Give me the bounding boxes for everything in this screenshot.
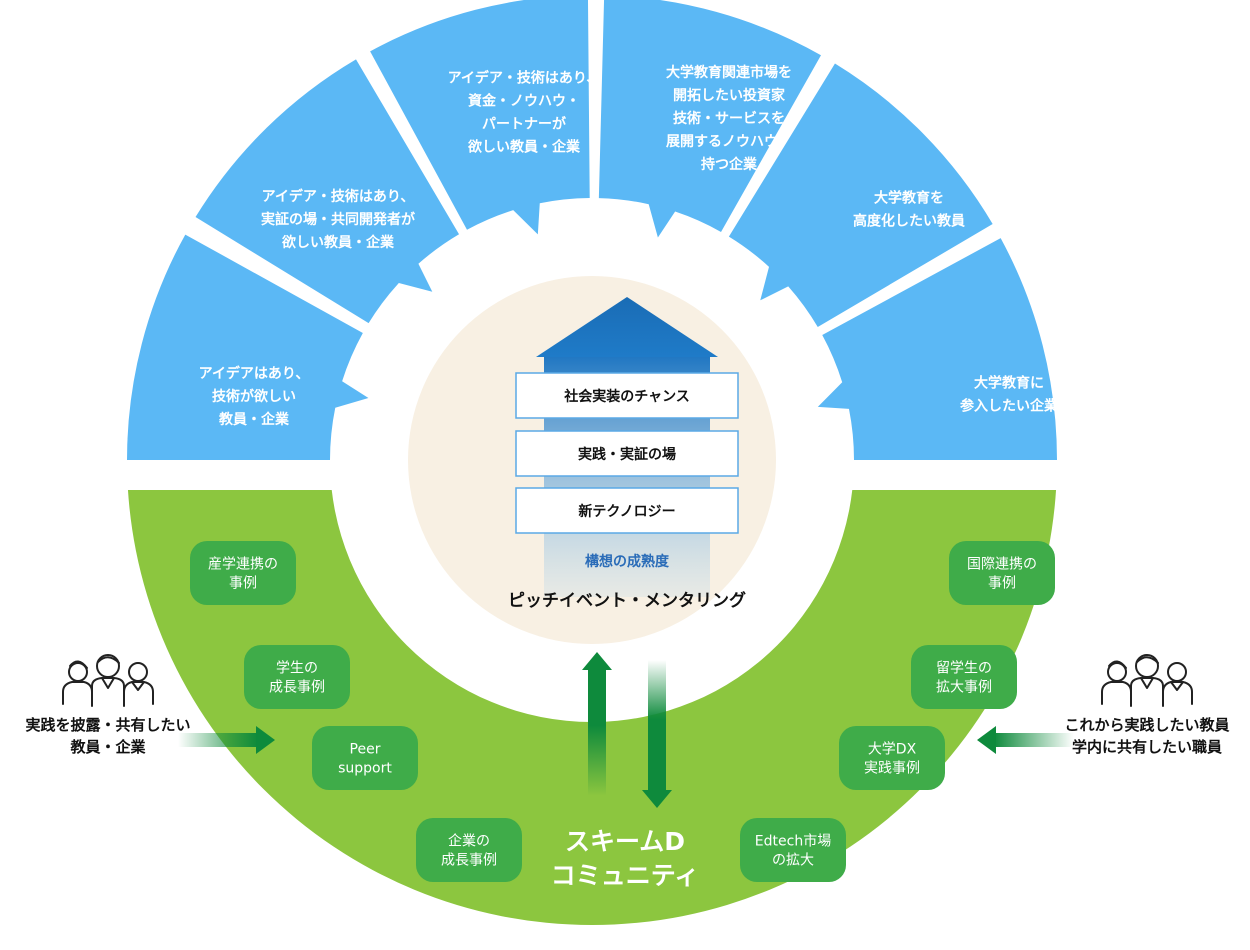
case-pill-line: 国際連携の <box>967 557 1037 573</box>
community-title-line: コミュニティ <box>551 861 700 890</box>
maturity-label: 構想の成熟度 <box>585 553 670 570</box>
case-pill: 大学DX 実践事例 <box>839 726 945 790</box>
stakeholder-line: 技術・サービスを <box>673 110 785 127</box>
stakeholder-line: 高度化したい教員 <box>853 213 965 230</box>
people-group-icon <box>1101 654 1193 707</box>
stakeholder-line: アイデア・技術はあり、 <box>262 188 415 205</box>
case-pill-line: 事例 <box>988 576 1016 592</box>
maturity-step: 実践・実証の場 <box>515 430 739 477</box>
down-arrow <box>642 660 672 808</box>
case-pill-line: 大学DX <box>868 742 917 758</box>
case-pill-line: 事例 <box>229 576 257 592</box>
case-pill-line: 産学連携の <box>208 557 278 573</box>
stakeholder-line: パートナーが <box>482 116 567 133</box>
stakeholder-line: 実証の場・共同開発者が <box>261 211 416 228</box>
case-pill-line: 拡大事例 <box>936 680 992 696</box>
left-people-line: 実践を披露・共有したい <box>25 716 190 734</box>
stakeholder-line: 欲しい教員・企業 <box>467 139 581 156</box>
stakeholder-line: 展開するノウハウを <box>666 134 792 150</box>
pitch-event-label: ピッチイベント・メンタリング <box>508 590 746 611</box>
case-pill-line: の拡大 <box>772 853 814 869</box>
case-pill-line: 学生の <box>276 661 318 677</box>
stakeholder-line: 参入したい企業 <box>960 398 1059 415</box>
left-people-line: 教員・企業 <box>69 738 146 756</box>
case-pill-line: support <box>338 761 392 777</box>
stakeholder-line: 持つ企業 <box>701 156 758 173</box>
right-people-line: これから実践したい教員 <box>1064 716 1229 734</box>
stakeholder-line: アイデア・技術はあり、 <box>448 70 601 87</box>
case-pill-line: 留学生の <box>936 661 992 677</box>
case-pill: Peer support <box>312 726 418 790</box>
case-pill-line: 企業の <box>448 833 490 850</box>
stakeholder-line: 大学教育を <box>874 190 944 207</box>
community-ring <box>128 490 1056 925</box>
community-title: スキームD コミュニティ <box>551 827 700 890</box>
stakeholder-line: 大学教育に <box>974 375 1044 392</box>
up-arrow <box>582 652 612 796</box>
right-input-arrow <box>977 726 1074 754</box>
stakeholder-line: 大学教育関連市場を <box>666 64 792 81</box>
case-pill-line: Peer <box>350 742 381 758</box>
people-group-icon <box>62 654 154 707</box>
case-pill-line: Edtech市場 <box>755 833 831 850</box>
stakeholder-line: 開拓したい投資家 <box>673 87 786 104</box>
stakeholder-line: 資金・ノウハウ・ <box>468 93 580 110</box>
stakeholder-line: アイデアはあり、 <box>199 365 310 382</box>
stakeholder-line: 技術が欲しい <box>212 388 296 405</box>
maturity-step-label: 新テクノロジー <box>578 503 675 520</box>
right-people-line: 学内に共有したい職員 <box>1072 738 1222 756</box>
case-pill-line: 成長事例 <box>269 680 325 696</box>
stakeholder-segments: アイデアはあり、技術が欲しい教員・企業アイデア・技術はあり、実証の場・共同開発者… <box>127 0 1059 460</box>
maturity-step: 新テクノロジー <box>515 487 739 534</box>
case-pill-line: 実践事例 <box>864 761 920 777</box>
stakeholder-line: 教員・企業 <box>219 411 290 428</box>
left-input-arrow <box>178 726 275 754</box>
maturity-step: 社会実装のチャンス <box>515 372 739 419</box>
community-title-line: スキームD <box>565 827 685 856</box>
stakeholder-line: 欲しい教員・企業 <box>281 234 395 251</box>
case-pill-line: 成長事例 <box>441 853 497 869</box>
maturity-step-label: 社会実装のチャンス <box>563 388 690 405</box>
case-pills: 産学連携の事例学生の成長事例Peersupport企業の成長事例国際連携の事例留… <box>190 541 1055 882</box>
maturity-step-label: 実践・実証の場 <box>578 446 676 463</box>
